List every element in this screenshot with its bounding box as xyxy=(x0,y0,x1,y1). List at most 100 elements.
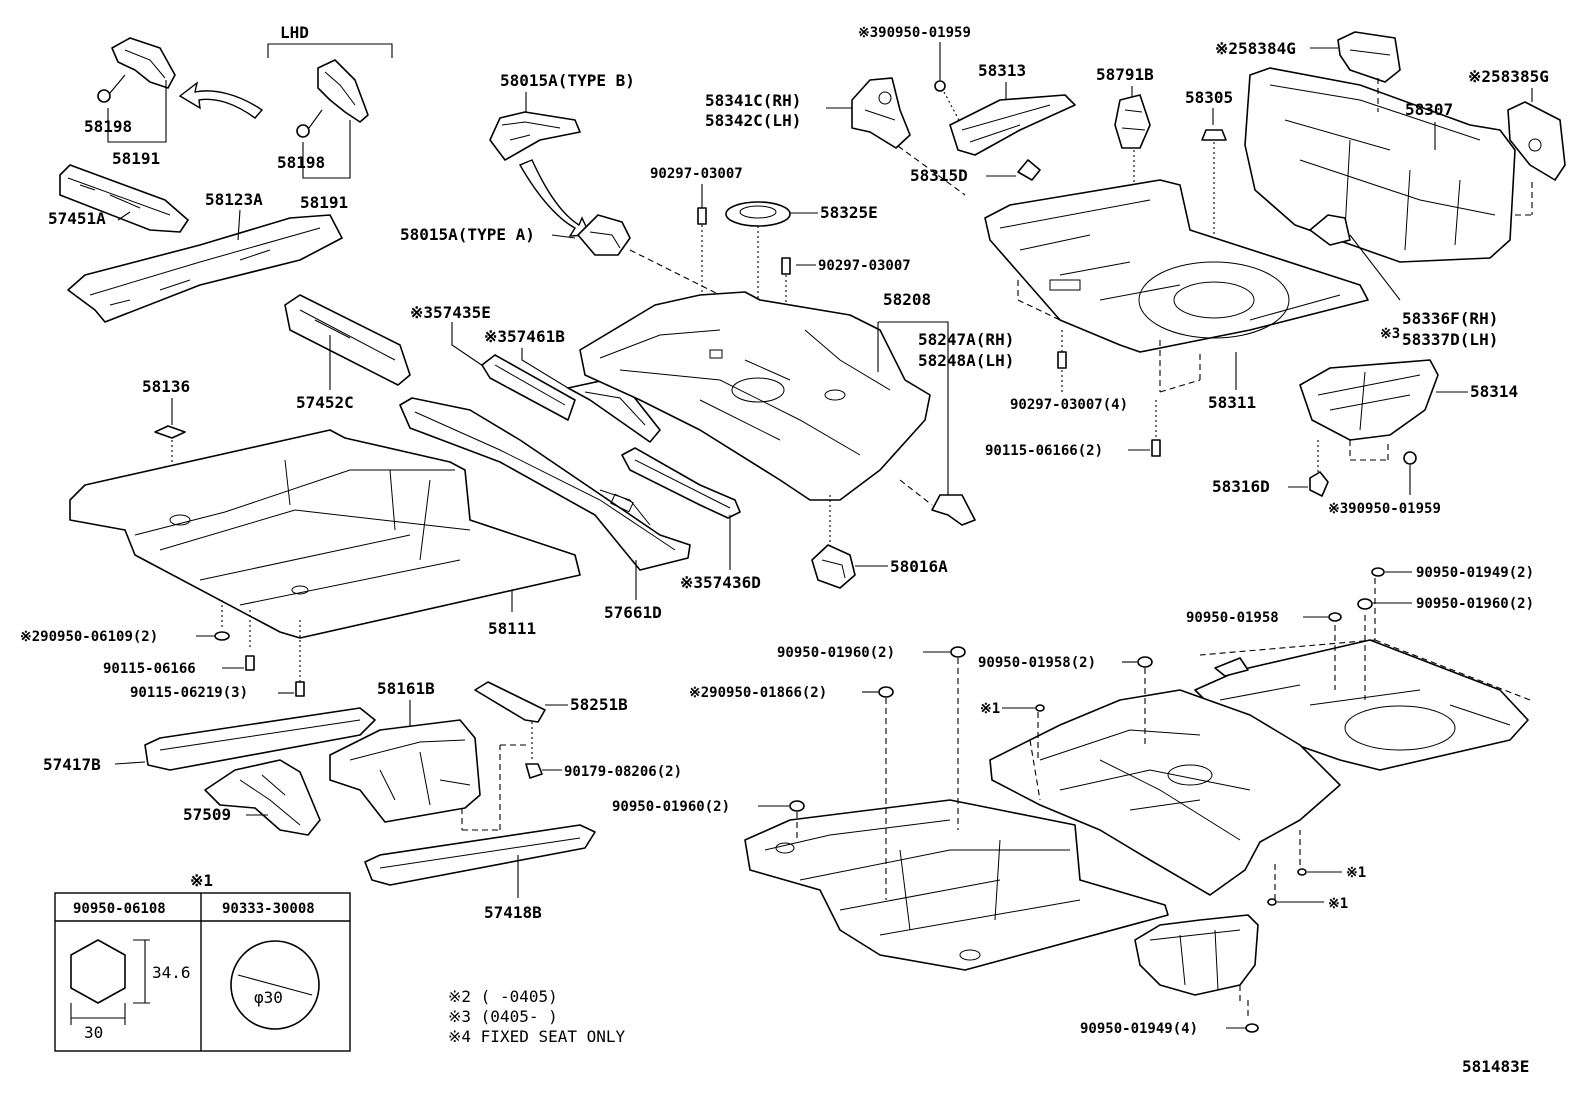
part-58208-center-floor xyxy=(579,291,931,501)
label-58208: 58208 xyxy=(883,290,931,309)
label-58307: 58307 xyxy=(1405,100,1453,119)
part-57417b xyxy=(144,707,376,771)
label-90115-06166-front: 90115-06166 xyxy=(103,661,196,677)
label-58341c: 58341C(RH) xyxy=(705,91,801,110)
hexagon-nut-icon xyxy=(70,939,126,1004)
label-57451a: 57451A xyxy=(48,209,106,228)
label-90950-01949-top: 90950-01949(2) xyxy=(1416,565,1534,581)
part-58015a-type-b xyxy=(489,111,581,161)
label-note1-right-a: ※1 xyxy=(1346,865,1366,881)
label-90950-01958-top: 90950-01958 xyxy=(1186,610,1279,626)
label-58191-right: 58191 xyxy=(300,193,348,212)
label-58313: 58313 xyxy=(978,61,1026,80)
note-2: ※2 ( -0405) xyxy=(448,987,558,1006)
label-58316d: 58316D xyxy=(1212,477,1270,496)
label-note1-mid: ※1 xyxy=(980,701,1000,717)
label-58251b: 58251B xyxy=(570,695,628,714)
label-58161b: 58161B xyxy=(377,679,435,698)
label-90950-01949-bottom: 90950-01949(4) xyxy=(1080,1021,1198,1037)
lhd-bracket-group xyxy=(267,43,393,138)
part-58111-front-floor xyxy=(69,429,581,639)
legend-hex-height: 34.6 xyxy=(152,963,191,982)
curved-arrow-lhd xyxy=(178,81,264,119)
part-58015a-type-a xyxy=(577,214,631,256)
part-58311-rear-floor xyxy=(984,179,1369,353)
label-90950-01960-top: 90950-01960(2) xyxy=(1416,596,1534,612)
label-58311: 58311 xyxy=(1208,393,1256,412)
part-57436d xyxy=(621,447,741,519)
label-90950-01959-top: ※390950-01959 xyxy=(858,25,971,41)
label-90950-01866: ※290950-01866(2) xyxy=(689,685,827,701)
part-57661d xyxy=(399,397,691,571)
label-58791b: 58791B xyxy=(1096,65,1154,84)
label-58015a-type-b: 58015A(TYPE B) xyxy=(500,71,635,90)
part-58385g xyxy=(1507,101,1566,181)
label-90297-03007-a: 90297-03007 xyxy=(650,166,743,182)
footnotes: ※2 ( -0405) ※3 (0405- ) ※4 FIXED SEAT ON… xyxy=(448,987,626,1046)
label-58016a: 58016A xyxy=(890,557,948,576)
part-57509 xyxy=(204,759,321,836)
legend-title: ※1 xyxy=(190,871,213,890)
label-58384g: ※258384G xyxy=(1215,39,1296,58)
diagram-id: 581483E xyxy=(1462,1057,1529,1076)
bracket-58191-left xyxy=(97,37,176,103)
part-58315d xyxy=(1017,159,1041,181)
note-4: ※4 FIXED SEAT ONLY xyxy=(448,1027,626,1046)
label-90950-01959-bottom: ※390950-01959 xyxy=(1328,501,1441,517)
label-57461b: ※357461B xyxy=(484,327,565,346)
label-57509: 57509 xyxy=(183,805,231,824)
part-58314 xyxy=(1299,359,1439,441)
label-58123a: 58123A xyxy=(205,190,263,209)
label-90950-06109: ※290950-06109(2) xyxy=(20,629,158,645)
label-57661d: 57661D xyxy=(604,603,662,622)
label-90297-03007-b: 90297-03007 xyxy=(818,258,911,274)
label-57418b: 57418B xyxy=(484,903,542,922)
legend-table: ※1 90950-06108 90333-30008 34.6 30 φ30 xyxy=(54,871,351,1052)
part-57435e xyxy=(481,354,576,421)
label-58191-left: 58191 xyxy=(112,149,160,168)
label-note1-right-b: ※1 xyxy=(1328,896,1348,912)
legend-circle-dia: φ30 xyxy=(254,988,283,1007)
label-58198-right: 58198 xyxy=(277,153,325,172)
label-58325e: 58325E xyxy=(820,203,878,222)
part-58251b xyxy=(474,681,546,723)
label-90179-08206: 90179-08206(2) xyxy=(564,764,682,780)
label-58248a: 58248A(LH) xyxy=(918,351,1014,370)
label-57435e: ※357435E xyxy=(410,303,491,322)
label-58385g: ※258385G xyxy=(1468,67,1549,86)
label-57452c: 57452C xyxy=(296,393,354,412)
label-58015a-type-a: 58015A(TYPE A) xyxy=(400,225,535,244)
part-57452c xyxy=(284,294,411,386)
part-58123a xyxy=(67,214,343,323)
assembly-front-bracket xyxy=(1134,914,1259,996)
label-lhd: LHD xyxy=(280,23,309,42)
part-58016a xyxy=(811,544,856,589)
part-57418b xyxy=(364,824,596,886)
legend-col1-header: 90950-06108 xyxy=(73,901,166,917)
label-57417b: 57417B xyxy=(43,755,101,774)
legend-col2-header: 90333-30008 xyxy=(222,901,315,917)
part-58341c xyxy=(851,77,911,149)
assembly-center-floor xyxy=(989,689,1341,896)
label-90115-06166-rear: 90115-06166(2) xyxy=(985,443,1103,459)
label-90297-03007-c: 90297-03007(4) xyxy=(1010,397,1128,413)
label-90115-06219: 90115-06219(3) xyxy=(130,685,248,701)
note-3: ※3 (0405- ) xyxy=(448,1007,558,1026)
part-57451a xyxy=(59,164,189,233)
part-58336f xyxy=(1309,214,1351,246)
label-90950-01960-mid: 90950-01960(2) xyxy=(777,645,895,661)
part-58313 xyxy=(949,94,1076,156)
label-58247a: 58247A(RH) xyxy=(918,330,1014,349)
label-58336f: 58336F(RH) xyxy=(1402,309,1498,328)
label-58305: 58305 xyxy=(1185,88,1233,107)
label-58111: 58111 xyxy=(488,619,536,638)
label-90950-01960-low: 90950-01960(2) xyxy=(612,799,730,815)
label-90950-01958-mid: 90950-01958(2) xyxy=(978,655,1096,671)
part-58307-rear-panel xyxy=(1244,67,1516,263)
part-58384g xyxy=(1337,31,1401,83)
label-58336f-mark: ※3 xyxy=(1380,326,1400,342)
part-58161b xyxy=(329,719,481,823)
legend-hex-width: 30 xyxy=(84,1023,103,1042)
part-58791b xyxy=(1114,94,1151,149)
label-58337d: 58337D(LH) xyxy=(1402,330,1498,349)
